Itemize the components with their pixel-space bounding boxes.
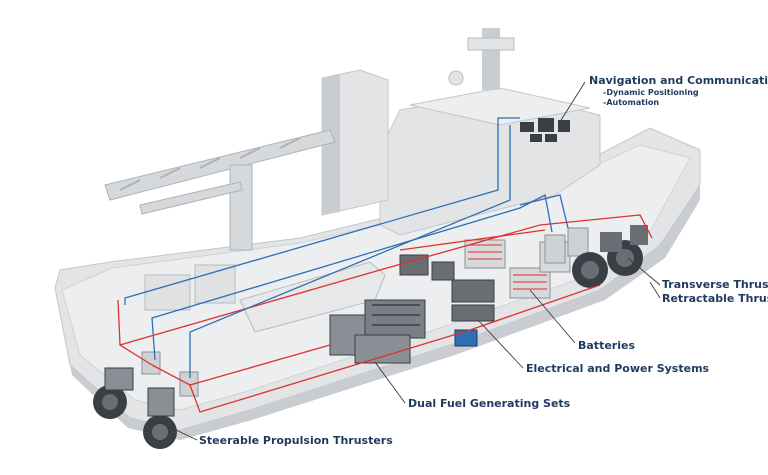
stern-panel-1 (141, 351, 161, 375)
retractable-thrusters-label: Retractable Thrusters (662, 292, 768, 305)
navigation-consoles (520, 118, 570, 142)
bow-thrusters (572, 225, 648, 288)
mast-top (467, 37, 515, 51)
deck-cargo-1 (144, 274, 191, 311)
navigation-subitem-dp: -Dynamic Positioning (603, 88, 699, 97)
navigation-label: Navigation and Communication (589, 74, 768, 87)
navigation-subitem-automation: -Automation (603, 98, 660, 107)
bridge-deck (409, 87, 591, 126)
crane-tower (229, 164, 253, 251)
bow-switchboards (544, 227, 589, 264)
generating-sets-label: Dual Fuel Generating Sets (408, 397, 571, 410)
propulsion-label: Steerable Propulsion Thrusters (199, 434, 393, 447)
leader-lines (171, 81, 661, 441)
transverse-thrusters-label: Transverse Thrusters (662, 278, 768, 291)
electrical-label: Electrical and Power Systems (526, 362, 710, 375)
power-lines (117, 214, 653, 413)
control-lines (124, 117, 569, 378)
radar-dome (448, 70, 464, 86)
generating-sets (329, 299, 426, 364)
crane-truss (119, 137, 301, 191)
mast (482, 28, 500, 90)
pump-unit (454, 329, 478, 347)
deck-cargo-2 (194, 264, 236, 304)
crane-boom (104, 129, 336, 201)
funnel-shadow (322, 75, 340, 215)
crane-arm (139, 181, 243, 215)
batteries-label: Batteries (578, 339, 635, 352)
stern-thrusters (93, 367, 177, 449)
electrical-panels (399, 254, 495, 322)
